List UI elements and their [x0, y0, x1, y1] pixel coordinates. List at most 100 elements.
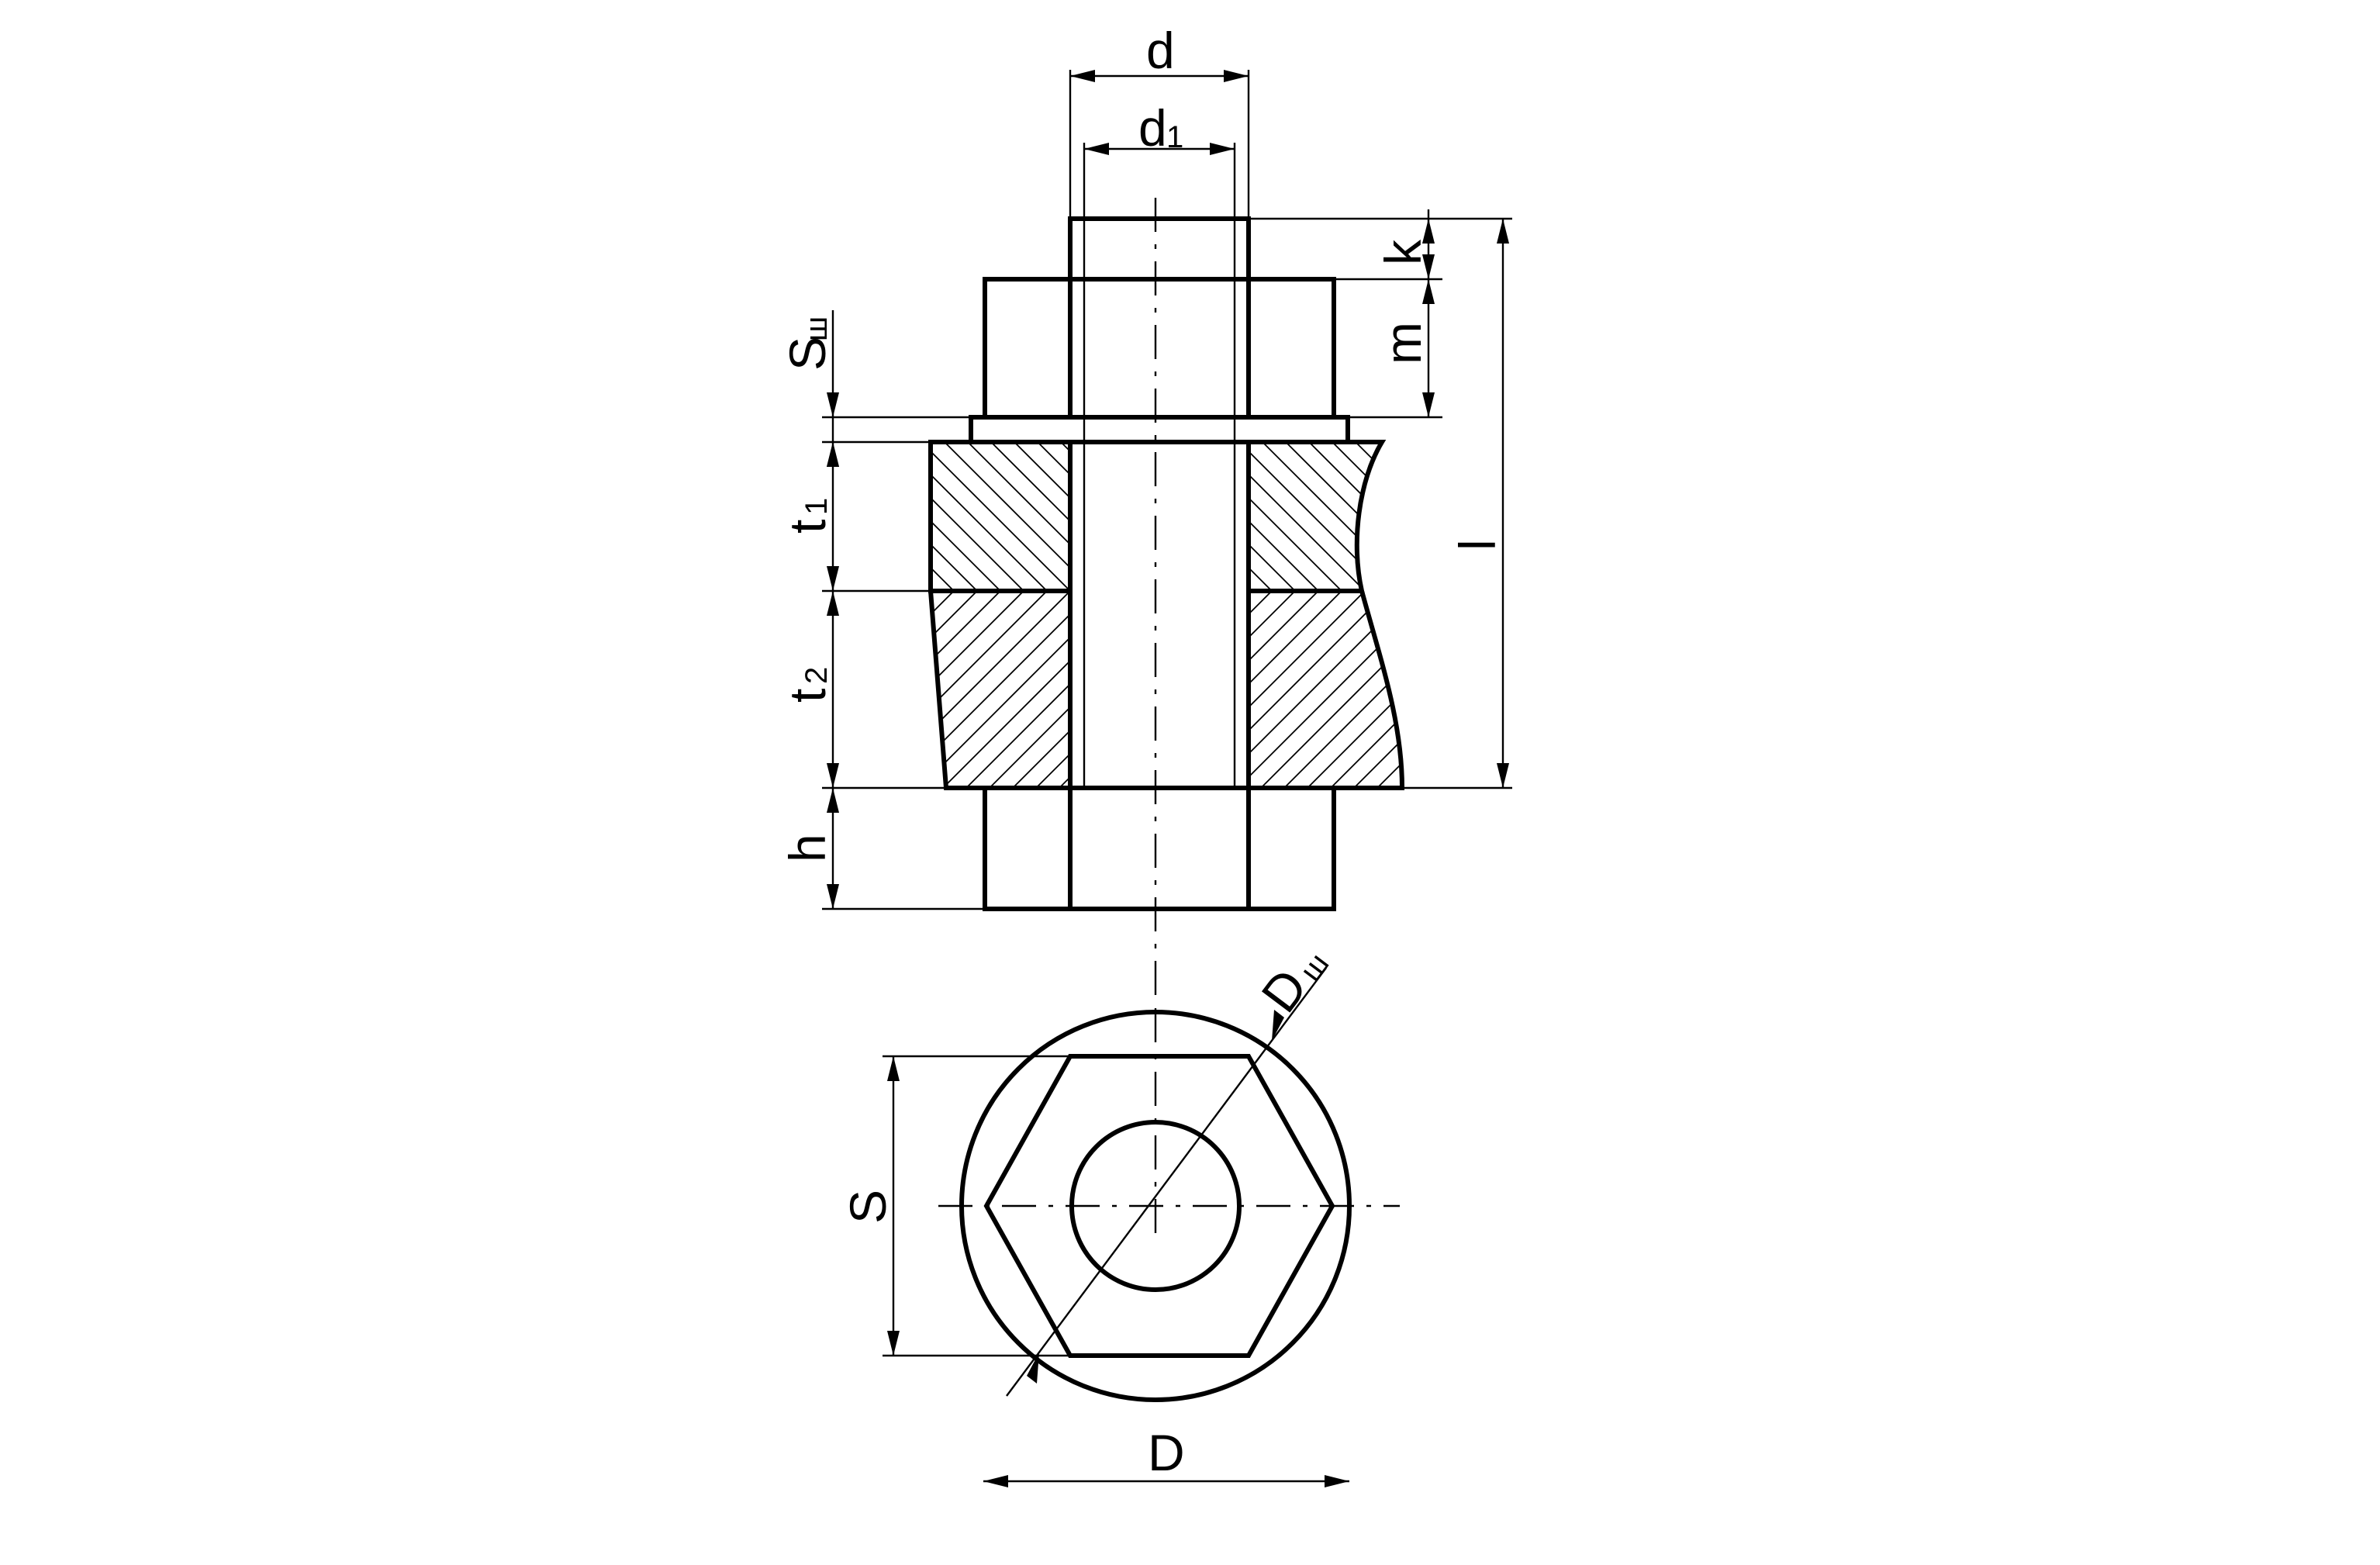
- hatch-line: [990, 442, 1070, 591]
- hatch-lower-right-plate: [1052, 591, 1784, 788]
- dim-label-m: m: [1374, 322, 1432, 364]
- hatch-line: [1400, 591, 1402, 788]
- hatch-line: [1012, 591, 1070, 788]
- hatch-line: [1176, 591, 1373, 788]
- hatch-line: [1154, 442, 1303, 591]
- dimensions: d d 1 k m l S ш: [779, 22, 1512, 1487]
- hatch-line: [1059, 591, 1070, 788]
- washer: [969, 415, 1350, 444]
- hatch-line: [1249, 442, 1342, 591]
- hatch-upper-right-plate: [1100, 442, 1667, 591]
- dim-label-d1-subscript: 1: [1166, 120, 1183, 154]
- hatch-line: [1449, 442, 1598, 591]
- dim-label-t1: t: [779, 520, 836, 534]
- nut: [983, 277, 1336, 420]
- hatch-line: [1307, 591, 1402, 788]
- hatch-line: [1540, 591, 1737, 788]
- stud-top-end: [1068, 216, 1251, 279]
- hatch-line: [1106, 591, 1303, 788]
- hatch-line: [1052, 591, 1249, 788]
- hatch-line: [1249, 442, 1366, 591]
- upper-plate-right: [1249, 440, 1387, 593]
- hatch-line: [1245, 591, 1442, 788]
- lower-plate-right: [1249, 590, 1405, 790]
- hatch-line: [1249, 591, 1319, 788]
- dim-label-s: S: [839, 1190, 896, 1224]
- hatch-line: [931, 591, 978, 788]
- hatch-line: [1495, 442, 1644, 591]
- hatch-upper-left-plate: [782, 442, 1349, 591]
- hatch-line: [1402, 442, 1551, 591]
- hatch-line: [1249, 442, 1380, 591]
- hatch-line: [1447, 591, 1644, 788]
- hatch-line: [1330, 591, 1402, 788]
- hatch-line: [1518, 442, 1667, 591]
- hatch-line: [1200, 442, 1349, 591]
- hatch-line: [931, 442, 1070, 591]
- hatch-line: [1355, 442, 1380, 591]
- hatch-line: [942, 591, 1070, 788]
- hatch-line: [931, 591, 1070, 788]
- dim-label-t2: t: [779, 689, 836, 703]
- hatch-line: [931, 591, 1070, 788]
- hatch-line: [1494, 591, 1691, 788]
- hatch-line: [931, 442, 1048, 591]
- dim-label-h: h: [779, 834, 836, 862]
- bottom-nut: [983, 786, 1336, 911]
- hatch-line: [1177, 442, 1326, 591]
- hatch-lower-left-plate: [931, 591, 1442, 788]
- hatch-line: [1100, 442, 1249, 591]
- dim-label-d: d: [1146, 22, 1175, 79]
- dim-label-d1: d: [1138, 99, 1167, 157]
- hatch-line: [1425, 442, 1574, 591]
- hatch-line: [931, 591, 1024, 788]
- hatch-line: [1199, 591, 1396, 788]
- hatch-line: [989, 591, 1070, 788]
- hatch-line: [1262, 442, 1380, 591]
- hatch-line: [967, 442, 1070, 591]
- hatch-line: [1249, 591, 1296, 788]
- hatch-line: [1563, 591, 1760, 788]
- dim-label-t2-subscript: 2: [800, 667, 834, 684]
- hatch-line: [1283, 591, 1402, 788]
- front-view: [928, 198, 1405, 1000]
- dim-label-s-sh: S: [779, 337, 836, 371]
- dim-label-t1-subscript: 1: [800, 498, 834, 515]
- hatch-line: [1014, 442, 1070, 591]
- hatch-line: [1249, 591, 1389, 788]
- dim-label-k: k: [1374, 239, 1432, 265]
- hatch-line: [1470, 591, 1667, 788]
- dim-label-d-outer: D: [1148, 1424, 1185, 1481]
- hatch-line: [931, 591, 1070, 788]
- hatch-line: [1378, 442, 1380, 591]
- hatch-line: [782, 442, 931, 591]
- hatch-line: [1260, 591, 1402, 788]
- hatch-line: [931, 442, 978, 591]
- hatch-line: [1084, 442, 1233, 591]
- hatch-line: [1517, 591, 1714, 788]
- dim-label-l: l: [1449, 539, 1506, 551]
- hatch-line: [931, 591, 1048, 788]
- hatch-line: [965, 591, 1070, 788]
- hatch-line: [1424, 591, 1621, 788]
- hatch-line: [931, 442, 1024, 591]
- dim-label-s-sh-subscript: ш: [800, 316, 834, 341]
- hatch-line: [1249, 442, 1319, 591]
- lower-plate-left: [928, 590, 1070, 790]
- hatch-line: [931, 442, 1001, 591]
- hatch-line: [1377, 591, 1402, 788]
- hatch-line: [1249, 591, 1366, 788]
- hatch-line: [1037, 442, 1070, 591]
- top-view: [938, 1008, 1400, 1402]
- hatch-line: [931, 591, 1001, 788]
- hatch-line: [1249, 442, 1296, 591]
- hatch-line: [1131, 442, 1280, 591]
- hatch-line: [1308, 442, 1380, 591]
- hatch-line: [1353, 591, 1402, 788]
- hatch-line: [1249, 591, 1273, 788]
- hatch-line: [1332, 442, 1380, 591]
- hatch-line: [1587, 591, 1784, 788]
- hatch-line: [1129, 591, 1326, 788]
- hatch-line: [1472, 442, 1621, 591]
